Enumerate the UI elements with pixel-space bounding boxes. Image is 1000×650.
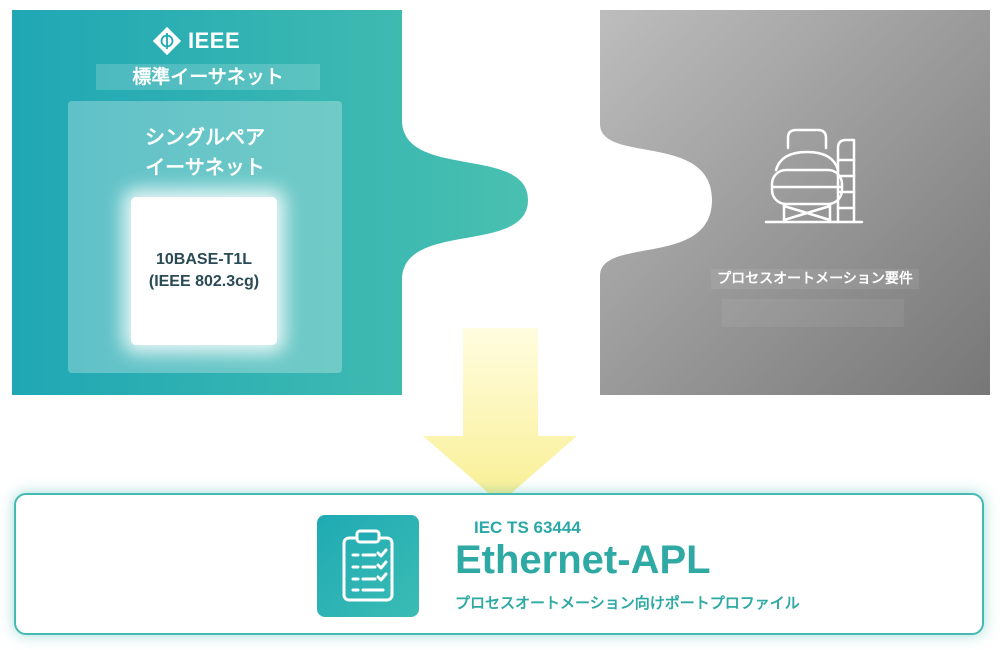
industrial-plant-icon xyxy=(764,128,864,224)
ethernet-apl-subtitle: プロセスオートメーション向けポートプロファイル xyxy=(455,594,800,612)
ieee-logo-text: IEEE xyxy=(188,28,241,53)
down-arrow xyxy=(423,328,577,503)
spe-title-line1: シングルペア xyxy=(145,125,265,149)
process-puzzle-piece xyxy=(600,10,990,395)
process-requirements-label: プロセスオートメーション要件 xyxy=(640,268,990,289)
ethernet-apl-title: Ethernet-APL xyxy=(455,538,711,582)
t1l-box: 10BASE-T1L (IEEE 802.3cg) xyxy=(131,197,277,345)
ethernet-apl-panel xyxy=(14,493,984,635)
ieee-diamond-icon xyxy=(152,26,182,56)
ieee-logo: IEEE xyxy=(152,26,240,56)
t1l-standard: (IEEE 802.3cg) xyxy=(148,273,260,290)
standard-ethernet-label: 標準イーサネット xyxy=(96,64,320,90)
process-requirements-text: プロセスオートメーション要件 xyxy=(711,269,919,289)
spe-title-line2: イーサネット xyxy=(145,155,265,179)
clipboard-checklist-icon xyxy=(317,515,419,617)
single-pair-ethernet-title: シングルペア イーサネット xyxy=(68,122,342,182)
t1l-name: 10BASE-T1L xyxy=(155,251,253,268)
iec-standard-label: IEC TS 63444 xyxy=(474,518,581,537)
